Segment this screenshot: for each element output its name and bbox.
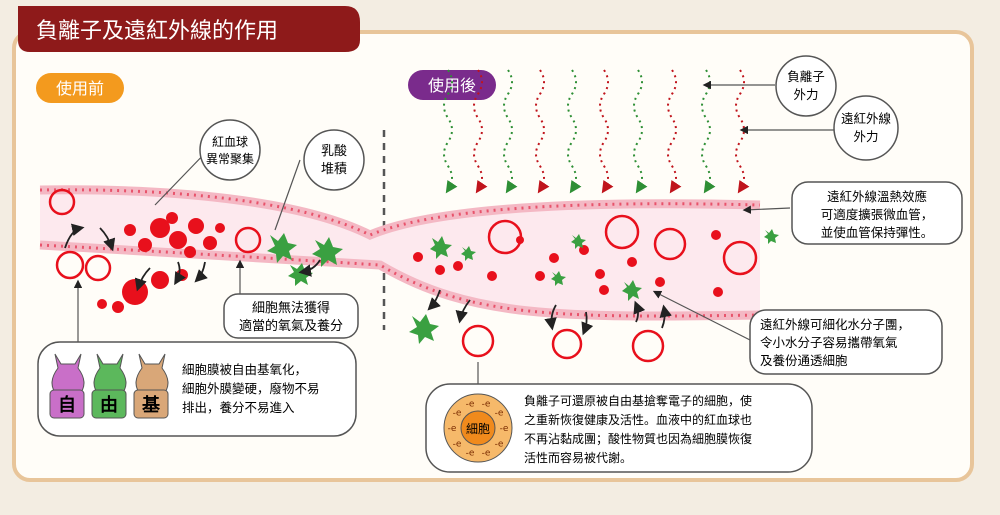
callout-cells-line1: 細胞無法獲得 (252, 300, 330, 316)
after-flow-arrows (427, 289, 672, 336)
callout-far-infrared-force: 遠紅外線 外力 (739, 95, 899, 161)
blood-vessel (39, 185, 761, 321)
free-radical-text-3: 排出，養分不易進入 (182, 400, 295, 415)
callout-rbc-aggregation: 紅血球 異常聚集 (154, 119, 261, 206)
callout-lactic-line1: 乳酸 (321, 144, 347, 159)
before-tag (36, 73, 124, 103)
free-red-blood-cells (413, 230, 723, 297)
callout-fir-line1: 遠紅外線 (841, 111, 892, 126)
electron-label: -e (495, 409, 504, 419)
callout-negative-ion-force: 負離子 外力 (702, 55, 837, 117)
free-radical-face-3: 基 (133, 353, 169, 419)
title-banner (18, 6, 360, 52)
lactic-acid-small (409, 229, 779, 344)
ion-text-4: 活性而容易被代謝。 (524, 450, 632, 465)
callout-water-molecules: 遠紅外線可細化水分子團， 令小水分子容易攜帶氧氣 及養份通透細胞 (652, 290, 943, 375)
callout-cells-deprived: 細胞無法獲得 適當的氧氣及養分 (223, 259, 359, 339)
after-tag (408, 70, 496, 100)
ion-text-1: 負離子可還原被自由基搶奪電子的細胞，使 (524, 393, 752, 408)
callout-lactic-acid: 乳酸 堆積 (274, 129, 365, 231)
rbc-ring-after (461, 214, 758, 363)
callout-rbc-line1: 紅血球 (212, 135, 248, 149)
callout-ion-line2: 外力 (793, 87, 818, 102)
page-title: 負離子及遠紅外線的作用 (36, 19, 278, 44)
electron-label: -e (466, 399, 475, 409)
callout-lactic-line2: 堆積 (321, 162, 347, 177)
callout-warm-line3: 並使血管保持彈性。 (821, 225, 934, 240)
before-tag-label: 使用前 (56, 79, 104, 98)
callout-warming-effect: 遠紅外線溫熱效應 可適度擴張微血管， 並使血管保持彈性。 (742, 181, 963, 245)
electron-label: -e (448, 424, 457, 434)
callout-ion-line1: 負離子 (787, 69, 825, 84)
negative-ion-panel (425, 362, 813, 473)
callout-cells-line2: 適當的氧氣及養分 (239, 318, 343, 334)
callout-water-line1: 遠紅外線可細化水分子團， (760, 317, 910, 332)
callout-water-line2: 令小水分子容易攜帶氧氣 (760, 335, 898, 350)
electron-label: -e (466, 449, 475, 459)
ion-text-2: 之重新恢復健康及活性。血液中的紅血球也 (524, 412, 752, 427)
callout-warm-line1: 遠紅外線溫熱效應 (827, 189, 927, 204)
callout-water-line3: 及養份通透細胞 (760, 353, 848, 368)
free-radical-face-2: 由 (91, 353, 127, 419)
free-radical-char-2: 由 (100, 394, 118, 416)
clumped-red-blood-cells (97, 212, 225, 313)
free-radical-text-1: 細胞膜被自由基氧化， (182, 362, 307, 377)
free-radical-text-2: 細胞外膜變硬，廢物不易 (182, 381, 320, 396)
free-radical-char-1: 自 (58, 394, 76, 416)
electron-label: -e (500, 424, 509, 434)
electron-label: -e (482, 449, 491, 459)
cell-with-ions: 細胞 -e -e -e -e -e -e -e -e -e -e (443, 393, 513, 463)
electron-label: -e (495, 439, 504, 449)
electron-label: -e (453, 409, 462, 419)
after-tag-label: 使用後 (428, 76, 476, 95)
electron-label: -e (482, 399, 491, 409)
free-radical-face-1: 自 (49, 353, 85, 419)
electron-label: -e (453, 439, 462, 449)
callout-fir-line2: 外力 (853, 129, 878, 144)
callout-rbc-line2: 異常聚集 (206, 151, 254, 166)
ion-text-3: 不再沾黏成團；酸性物質也因為細胞膜恢復 (524, 431, 752, 446)
before-flow-arrows (64, 223, 321, 292)
callout-warm-line2: 可適度擴張微血管， (821, 207, 934, 222)
rbc-ring-before (48, 188, 262, 282)
cell-label: 細胞 (466, 422, 490, 436)
free-radical-char-3: 基 (141, 394, 161, 416)
